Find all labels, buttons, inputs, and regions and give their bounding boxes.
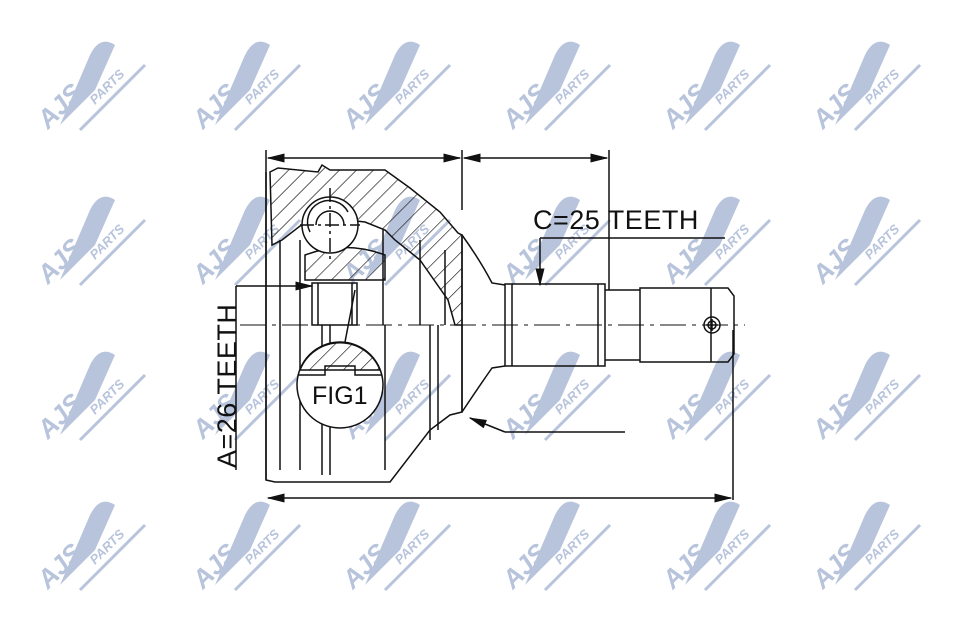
- spline-a-teeth-label: A=26 TEETH: [212, 303, 242, 468]
- dimension-top-right: [462, 150, 610, 290]
- figure-label: FIG1: [312, 382, 368, 410]
- spline-c-teeth-label: C=25 TEETH: [533, 205, 699, 235]
- dimension-bottom: [266, 330, 734, 503]
